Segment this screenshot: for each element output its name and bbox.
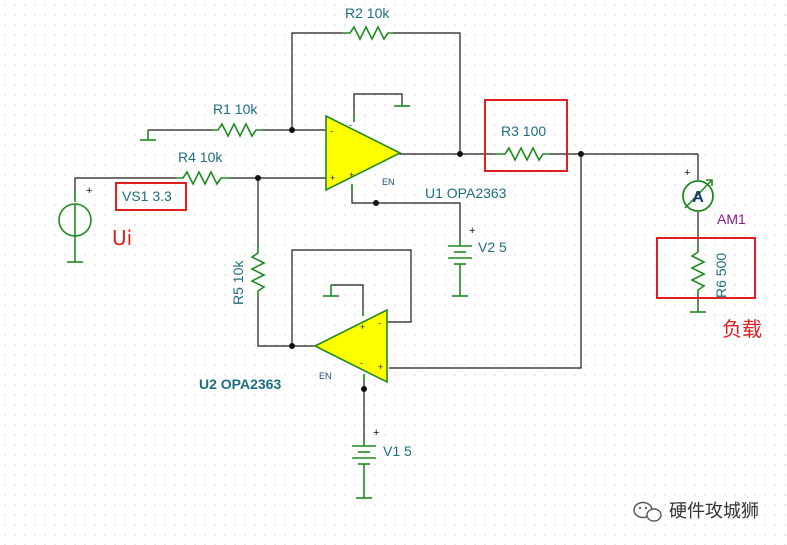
u2-en-pin-label: EN [319, 371, 332, 381]
r1-label: R1 10k [213, 101, 258, 117]
u1-label: U1 OPA2363 [425, 185, 507, 201]
svg-text:+: + [330, 173, 335, 183]
r2-label: R2 10k [345, 5, 390, 21]
junction-dot [289, 343, 295, 349]
vs1-label: VS1 3.3 [122, 188, 172, 204]
u1-en-pin-label: EN [382, 177, 395, 187]
ground-icon [140, 130, 156, 141]
ground-icon [67, 248, 83, 263]
v1-battery-icon[interactable]: + [352, 427, 379, 470]
wechat-icon [633, 501, 662, 522]
r1-resistor-icon[interactable] [212, 122, 262, 138]
r6-label: R6 500 [713, 253, 729, 298]
r3-label: R3 100 [501, 123, 546, 139]
watermark-text: 硬件攻城狮 [669, 501, 759, 522]
vs1-highlight-box [115, 182, 187, 211]
am1-label: AM1 [717, 211, 746, 227]
ground-icon [690, 305, 706, 313]
ammeter-symbol: A [692, 189, 704, 206]
u2-opamp-icon[interactable]: - + + - EN [313, 308, 388, 384]
svg-text:+: + [378, 362, 383, 372]
svg-text:-: - [360, 358, 363, 368]
svg-text:+: + [86, 185, 92, 197]
r5-label: R5 10k [230, 260, 246, 305]
junction-dot [255, 175, 261, 181]
input-annotation: Ui [112, 226, 132, 250]
load-highlight-box [656, 237, 756, 299]
r2-resistor-icon[interactable] [343, 25, 393, 41]
svg-text:+: + [349, 170, 354, 180]
svg-text:+: + [373, 427, 379, 439]
ground-icon [452, 270, 468, 297]
svg-text:+: + [684, 167, 690, 179]
svg-text:-: - [330, 126, 333, 136]
svg-text:+: + [360, 322, 365, 332]
v1-label: V1 5 [383, 443, 412, 459]
r3-resistor-icon[interactable] [495, 146, 550, 162]
r3-highlight-box [484, 99, 568, 172]
junction-dot [457, 151, 463, 157]
svg-text:-: - [378, 318, 381, 328]
ground-icon [394, 102, 410, 107]
svg-text:+: + [469, 225, 475, 237]
svg-text:-: - [349, 120, 352, 130]
junctions [255, 127, 584, 392]
junction-dot [373, 200, 379, 206]
ground-icon [356, 470, 372, 499]
junction-dot [361, 386, 367, 392]
u2-label: U2 OPA2363 [199, 376, 281, 392]
v2-label: V2 5 [478, 239, 507, 255]
junction-dot [289, 127, 295, 133]
r4-label: R4 10k [178, 149, 223, 165]
u1-opamp-icon[interactable]: - + - + EN [325, 114, 402, 192]
ground-icon [323, 285, 339, 297]
wires [74, 32, 699, 440]
r5-resistor-icon[interactable] [250, 245, 266, 298]
vs1-voltage-source-icon[interactable]: + [58, 185, 92, 248]
v2-battery-icon[interactable]: + [448, 225, 475, 270]
load-annotation: 负载 [722, 317, 762, 341]
r6-resistor-icon[interactable] [690, 245, 706, 295]
junction-dot [578, 151, 584, 157]
am1-ammeter-icon[interactable]: A + [682, 167, 714, 212]
r4-resistor-icon[interactable] [176, 170, 230, 186]
